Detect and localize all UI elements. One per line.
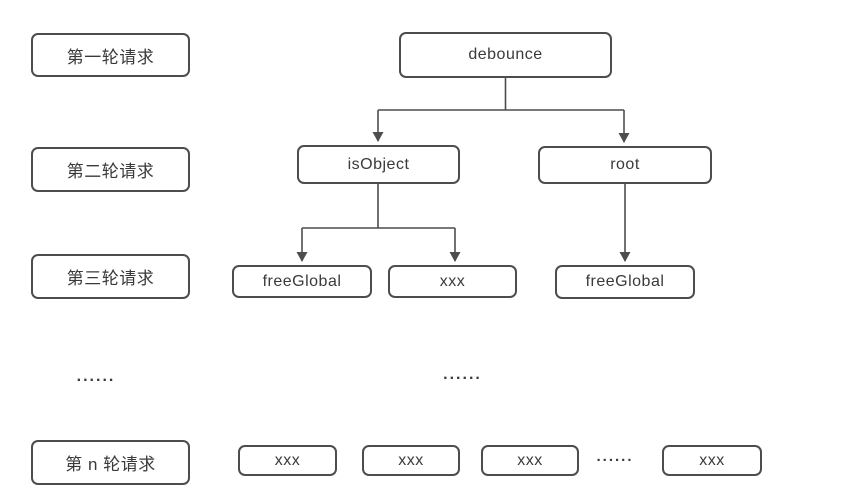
connector-isobject-stem	[302, 184, 455, 229]
node-root: root	[538, 146, 712, 184]
tree-ellipsis: ......	[443, 366, 482, 383]
rounds-ellipsis: ......	[76, 368, 116, 385]
round-2-label: 第二轮请求	[31, 147, 190, 192]
node-xxx-bottom-1: xxx	[238, 445, 337, 476]
node-xxx-mid: xxx	[388, 265, 517, 298]
round-3-label: 第三轮请求	[31, 254, 190, 299]
bottom-row-ellipsis: ......	[596, 448, 634, 465]
node-freeglobal-right: freeGlobal	[555, 265, 695, 299]
node-xxx-bottom-3: xxx	[481, 445, 579, 476]
node-isobject: isObject	[297, 145, 460, 184]
node-debounce: debounce	[399, 32, 612, 78]
round-1-label: 第一轮请求	[31, 33, 190, 77]
node-xxx-bottom-2: xxx	[362, 445, 460, 476]
connector-debounce-stem	[378, 78, 624, 111]
node-xxx-bottom-4: xxx	[662, 445, 762, 476]
round-n-label: 第 n 轮请求	[31, 440, 190, 485]
node-freeglobal-left: freeGlobal	[232, 265, 372, 298]
